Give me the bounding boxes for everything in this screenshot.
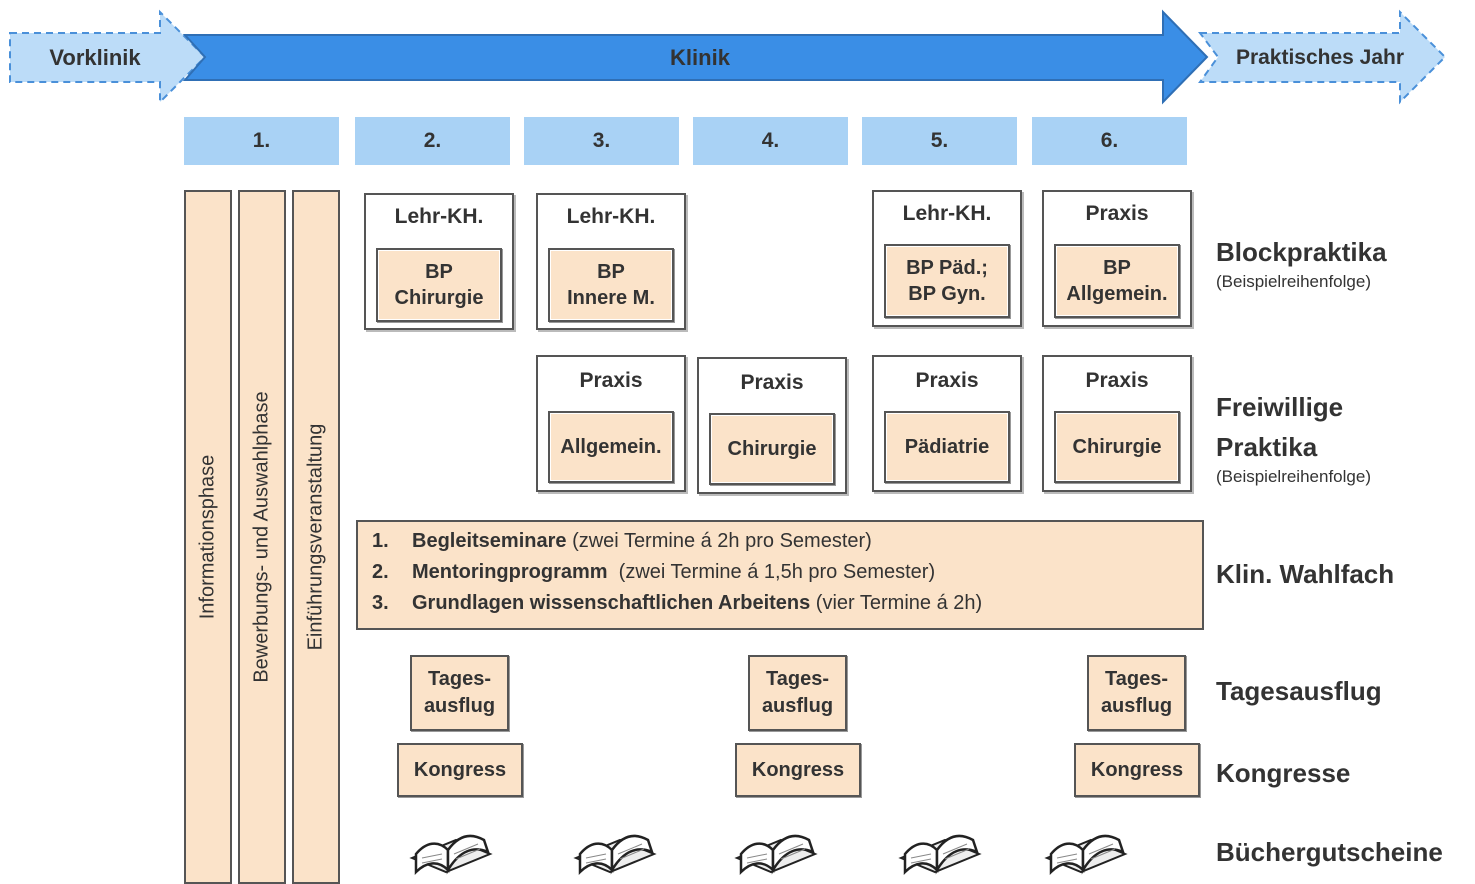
wahlfach-item-detail: (zwei Termine á 1,5h pro Semester) — [607, 561, 936, 583]
semester-1: 1. — [184, 117, 339, 165]
book-icon — [573, 834, 657, 876]
freiwilliges-praktikum-title: Praxis — [740, 371, 804, 394]
blockpraktikum-line2: Chirurgie — [394, 287, 484, 309]
kongress-box: Kongress — [397, 743, 523, 797]
wahlfach-label: Klin. Wahlfach — [1216, 559, 1395, 589]
tagesausflug-line1: Tages- — [766, 668, 829, 690]
freiwillige-label: Freiwillige — [1216, 392, 1344, 422]
blockpraktikum-title: Lehr-KH. — [902, 202, 992, 225]
vorklinik-label: Vorklinik — [49, 45, 141, 70]
book-icon — [1044, 834, 1128, 876]
semester-3: 3. — [524, 117, 679, 165]
wahlfach-item: 1. Begleitseminare (zwei Termine á 2h pro… — [372, 526, 1202, 557]
praktisches-jahr-arrow — [1198, 9, 1447, 105]
tagesausflug-label-group: Tagesausflug — [1216, 671, 1382, 711]
freiwilliges-praktikum-title: Praxis — [579, 369, 643, 392]
blockpraktikum-line2: BP Gyn. — [908, 283, 986, 305]
einfuehrung-bar: Einführungsveranstaltung — [292, 190, 340, 884]
wahlfach-item-number: 1. — [372, 530, 389, 552]
blockpraktikum-inner: BP Innere M. — [548, 248, 674, 322]
tagesausflug-line1: Tages- — [428, 668, 491, 690]
blockpraktikum-line2: Allgemein. — [1066, 283, 1168, 305]
wahlfach-item: 2. Mentoringprogramm (zwei Termine á 1,5h… — [372, 557, 1202, 588]
book-icon — [898, 834, 982, 876]
kongresse-label-group: Kongresse — [1216, 753, 1350, 793]
tagesausflug-box: Tages- ausflug — [1087, 655, 1186, 731]
freiwilliges-praktikum-inner: Allgemein. — [548, 411, 674, 483]
blockpraktika-label: Blockpraktika — [1216, 237, 1387, 267]
informationsphase-label: Informationsphase — [196, 454, 219, 620]
blockpraktikum-line1: BP — [1103, 257, 1131, 279]
wahlfach-item: 3. Grundlagen wissenschaftlichen Arbeiten… — [372, 588, 1202, 619]
freiwilliges-praktikum-box: Praxis Chirurgie — [1042, 355, 1192, 492]
tagesausflug-line2: ausflug — [423, 695, 496, 717]
vorklinik-arrow — [9, 9, 207, 105]
wahlfach-item-title: Mentoringprogramm — [412, 561, 608, 583]
praktisches-jahr-label: Praktisches Jahr — [1235, 46, 1405, 69]
wahlfach-item-detail: (vier Termine á 2h) — [810, 592, 983, 614]
freiwilliges-praktikum-box: Praxis Chirurgie — [697, 357, 847, 494]
kongress-box: Kongress — [735, 743, 861, 797]
blockpraktikum-box: Lehr-KH. BP Innere M. — [536, 193, 686, 330]
klinik-arrow — [182, 9, 1209, 105]
freiwilliges-praktikum-box: Praxis Allgemein. — [536, 355, 686, 492]
wahlfach-box: 1. Begleitseminare (zwei Termine á 2h pro… — [356, 520, 1204, 630]
freiwillige-label-group: Freiwillige Praktika (Beispielreihenfolg… — [1216, 387, 1371, 487]
freiwilliges-praktikum-box: Praxis Pädiatrie — [872, 355, 1022, 492]
praktika-label: Praktika — [1216, 432, 1318, 462]
semester-4: 4. — [693, 117, 848, 165]
blockpraktika-sublabel: (Beispielreihenfolge) — [1216, 272, 1371, 291]
book-icon — [734, 834, 818, 876]
semester-5: 5. — [862, 117, 1017, 165]
blockpraktikum-box: Lehr-KH. BP Chirurgie — [364, 193, 514, 330]
freiwillige-sublabel: (Beispielreihenfolge) — [1216, 467, 1371, 486]
auswahlphase-bar: Bewerbungs- und Auswahlphase — [238, 190, 286, 884]
blockpraktikum-line1: BP — [597, 261, 625, 283]
blockpraktikum-title: Lehr-KH. — [394, 205, 484, 228]
tagesausflug-line2: ausflug — [761, 695, 834, 717]
wahlfach-item-title: Begleitseminare — [412, 530, 567, 552]
blockpraktikum-title: Lehr-KH. — [566, 205, 656, 228]
semester-6: 6. — [1032, 117, 1187, 165]
buechergutscheine-label: Büchergutscheine — [1216, 837, 1443, 867]
blockpraktikum-inner: BP Päd.; BP Gyn. — [884, 244, 1010, 318]
freiwilliges-praktikum-inner: Pädiatrie — [884, 411, 1010, 483]
blockpraktikum-box: Praxis BP Allgemein. — [1042, 190, 1192, 327]
blockpraktikum-line2: Innere M. — [567, 287, 655, 309]
tagesausflug-box: Tages- ausflug — [410, 655, 509, 731]
blockpraktika-label-group: Blockpraktika (Beispielreihenfolge) — [1216, 232, 1387, 292]
tagesausflug-line2: ausflug — [1100, 695, 1173, 717]
freiwilliges-praktikum-title: Praxis — [1085, 369, 1149, 392]
tagesausflug-line1: Tages- — [1105, 668, 1168, 690]
blockpraktikum-title: Praxis — [1085, 202, 1149, 225]
freiwilliges-praktikum-inner: Chirurgie — [709, 413, 835, 485]
blockpraktikum-line1: BP Päd.; — [906, 257, 988, 279]
tagesausflug-box: Tages- ausflug — [748, 655, 847, 731]
wahlfach-item-title: Grundlagen wissenschaftlichen Arbeitens — [412, 592, 811, 614]
wahlfach-item-number: 2. — [372, 561, 389, 583]
freiwilliges-praktikum-title: Praxis — [915, 369, 979, 392]
informationsphase-bar: Informationsphase — [184, 190, 232, 884]
kongresse-label: Kongresse — [1216, 758, 1351, 788]
book-icon — [409, 834, 493, 876]
blockpraktikum-inner: BP Allgemein. — [1054, 244, 1180, 318]
semester-2: 2. — [355, 117, 510, 165]
wahlfach-label-group: Klin. Wahlfach — [1216, 554, 1394, 594]
auswahlphase-label: Bewerbungs- und Auswahlphase — [250, 391, 273, 683]
klinik-label: Klinik — [670, 45, 730, 70]
einfuehrung-label: Einführungsveranstaltung — [304, 423, 327, 651]
freiwilliges-praktikum-inner: Chirurgie — [1054, 411, 1180, 483]
blockpraktikum-inner: BP Chirurgie — [376, 248, 502, 322]
blockpraktikum-line1: BP — [425, 261, 453, 283]
wahlfach-item-detail: (zwei Termine á 2h pro Semester) — [566, 530, 872, 552]
tagesausflug-label: Tagesausflug — [1216, 676, 1382, 706]
wahlfach-item-number: 3. — [372, 592, 389, 614]
kongress-box: Kongress — [1074, 743, 1200, 797]
phase-arrows — [9, 9, 1447, 105]
buecher-label-group: Büchergutscheine — [1216, 832, 1443, 872]
blockpraktikum-box: Lehr-KH. BP Päd.; BP Gyn. — [872, 190, 1022, 327]
